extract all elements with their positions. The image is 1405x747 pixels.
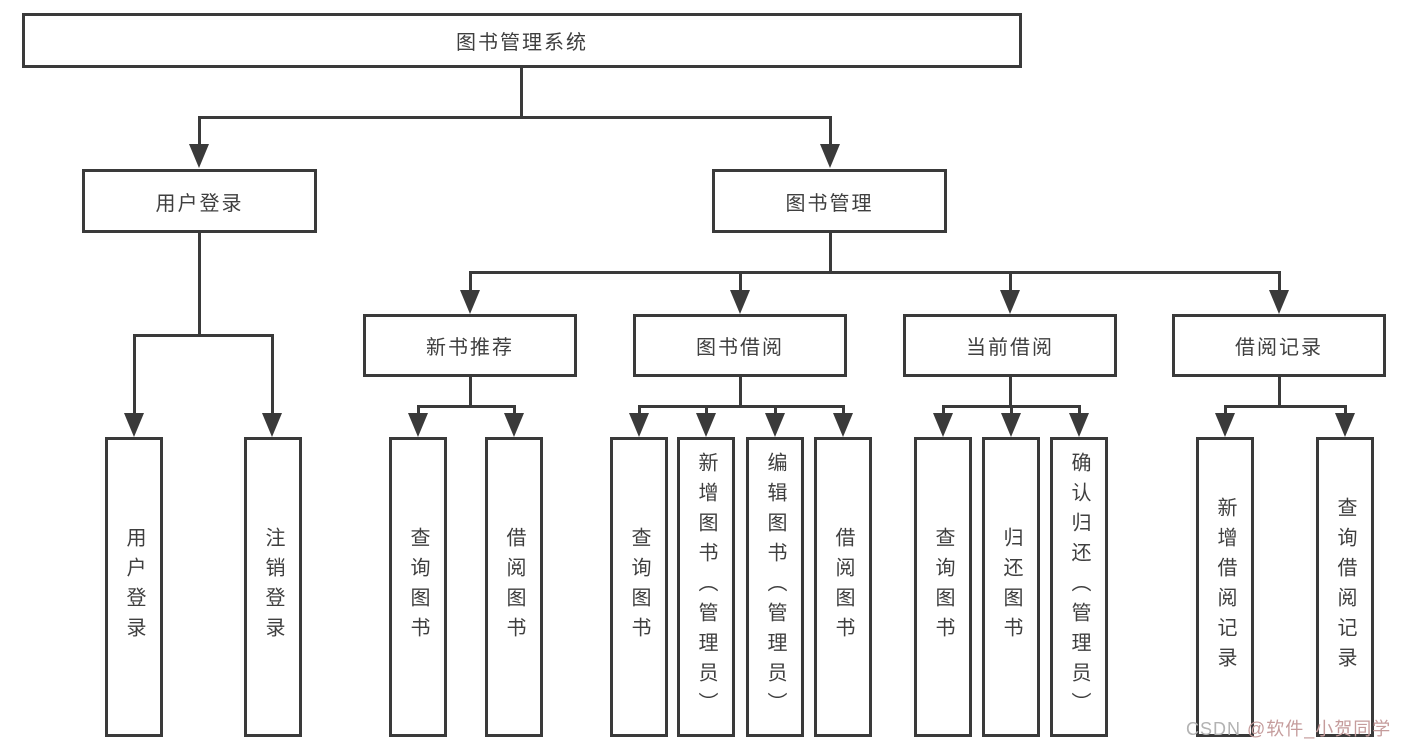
arrow-down-icon: [629, 413, 649, 437]
connector-line: [469, 271, 472, 291]
leaf-confirm-return-admin-label: 确认归还（管理员）: [1068, 452, 1090, 722]
leaf-return-books: 归还图书: [982, 437, 1040, 737]
connector-line: [1224, 405, 1227, 415]
leaf-query-books-borrow-label: 查询图书: [628, 527, 650, 647]
connector-line: [198, 116, 832, 119]
arrow-down-icon: [262, 413, 282, 437]
csdn-watermark-user: @软件_小贺同学: [1247, 719, 1392, 739]
connector-line: [739, 271, 742, 291]
node-user-login-label: 用户登录: [155, 192, 244, 215]
arrow-down-icon: [1000, 290, 1020, 314]
leaf-add-borrow-record: 新增借阅记录: [1196, 437, 1254, 737]
arrow-down-icon: [408, 413, 428, 437]
connector-line: [1224, 405, 1347, 408]
connector-line: [638, 405, 641, 415]
arrow-down-icon: [1069, 413, 1089, 437]
arrow-down-icon: [765, 413, 785, 437]
node-book-management: 图书管理: [712, 169, 947, 233]
connector-line: [417, 405, 516, 408]
connector-line: [1078, 405, 1081, 415]
connector-line: [705, 405, 708, 415]
leaf-query-books-current: 查询图书: [914, 437, 972, 737]
connector-line: [942, 405, 945, 415]
node-current-borrow: 当前借阅: [903, 314, 1117, 377]
leaf-user-login: 用户登录: [105, 437, 163, 737]
connector-line: [198, 117, 201, 147]
arrow-down-icon: [1269, 290, 1289, 314]
connector-line: [1278, 271, 1281, 291]
leaf-query-books-borrow: 查询图书: [610, 437, 668, 737]
arrow-down-icon: [124, 413, 144, 437]
leaf-borrow-books-recommend: 借阅图书: [485, 437, 543, 737]
connector-line: [417, 405, 420, 415]
connector-line: [739, 375, 742, 408]
arrow-down-icon: [1335, 413, 1355, 437]
node-user-login: 用户登录: [82, 169, 317, 233]
csdn-watermark-prefix: CSDN: [1186, 719, 1248, 739]
arrow-down-icon: [730, 290, 750, 314]
arrow-down-icon: [933, 413, 953, 437]
leaf-query-books-recommend-label: 查询图书: [407, 527, 429, 647]
arrow-down-icon: [1001, 413, 1021, 437]
node-root-label: 图书管理系统: [456, 32, 588, 54]
connector-line: [829, 117, 832, 147]
leaf-edit-books-admin-label: 编辑图书（管理员）: [764, 452, 786, 722]
leaf-borrow-books-label: 借阅图书: [832, 527, 854, 647]
connector-line: [829, 231, 832, 274]
leaf-add-borrow-record-label: 新增借阅记录: [1214, 497, 1236, 677]
leaf-return-books-label: 归还图书: [1000, 527, 1022, 647]
connector-line: [520, 66, 523, 118]
arrow-down-icon: [833, 413, 853, 437]
leaf-query-borrow-record: 查询借阅记录: [1316, 437, 1374, 737]
node-current-borrow-label: 当前借阅: [966, 337, 1054, 359]
connector-line: [133, 334, 136, 414]
leaf-query-borrow-record-label: 查询借阅记录: [1334, 497, 1356, 677]
arrow-down-icon: [820, 144, 840, 168]
leaf-add-books-admin: 新增图书（管理员）: [677, 437, 735, 737]
connector-line: [638, 405, 845, 408]
arrow-down-icon: [460, 290, 480, 314]
arrow-down-icon: [504, 413, 524, 437]
leaf-query-books-current-label: 查询图书: [932, 527, 954, 647]
connector-line: [198, 231, 201, 337]
arrow-down-icon: [1215, 413, 1235, 437]
node-new-book-recommend-label: 新书推荐: [426, 337, 514, 359]
connector-line: [133, 334, 273, 337]
arrow-down-icon: [696, 413, 716, 437]
node-root: 图书管理系统: [22, 13, 1022, 68]
leaf-borrow-books-recommend-label: 借阅图书: [503, 527, 525, 647]
connector-line: [469, 375, 472, 408]
leaf-query-books-recommend: 查询图书: [389, 437, 447, 737]
node-book-borrow: 图书借阅: [633, 314, 847, 377]
connector-line: [774, 405, 777, 415]
node-book-management-label: 图书管理: [785, 192, 874, 215]
node-book-borrow-label: 图书借阅: [696, 337, 784, 359]
leaf-logout-label: 注销登录: [262, 527, 284, 647]
connector-line: [1010, 405, 1013, 415]
node-new-book-recommend: 新书推荐: [363, 314, 577, 377]
leaf-borrow-books: 借阅图书: [814, 437, 872, 737]
leaf-user-login-label: 用户登录: [123, 527, 145, 647]
connector-line: [1344, 405, 1347, 415]
node-borrow-records: 借阅记录: [1172, 314, 1386, 377]
connector-line: [1009, 375, 1012, 408]
connector-line: [1009, 271, 1012, 291]
arrow-down-icon: [189, 144, 209, 168]
leaf-logout: 注销登录: [244, 437, 302, 737]
connector-line: [271, 334, 274, 414]
connector-line: [1278, 375, 1281, 408]
leaf-confirm-return-admin: 确认归还（管理员）: [1050, 437, 1108, 737]
connector-line: [469, 271, 1281, 274]
node-borrow-records-label: 借阅记录: [1235, 337, 1323, 359]
csdn-watermark: CSDN @软件_小贺同学: [1186, 715, 1391, 741]
leaf-add-books-admin-label: 新增图书（管理员）: [695, 452, 717, 722]
connector-line: [513, 405, 516, 415]
leaf-edit-books-admin: 编辑图书（管理员）: [746, 437, 804, 737]
connector-line: [842, 405, 845, 415]
